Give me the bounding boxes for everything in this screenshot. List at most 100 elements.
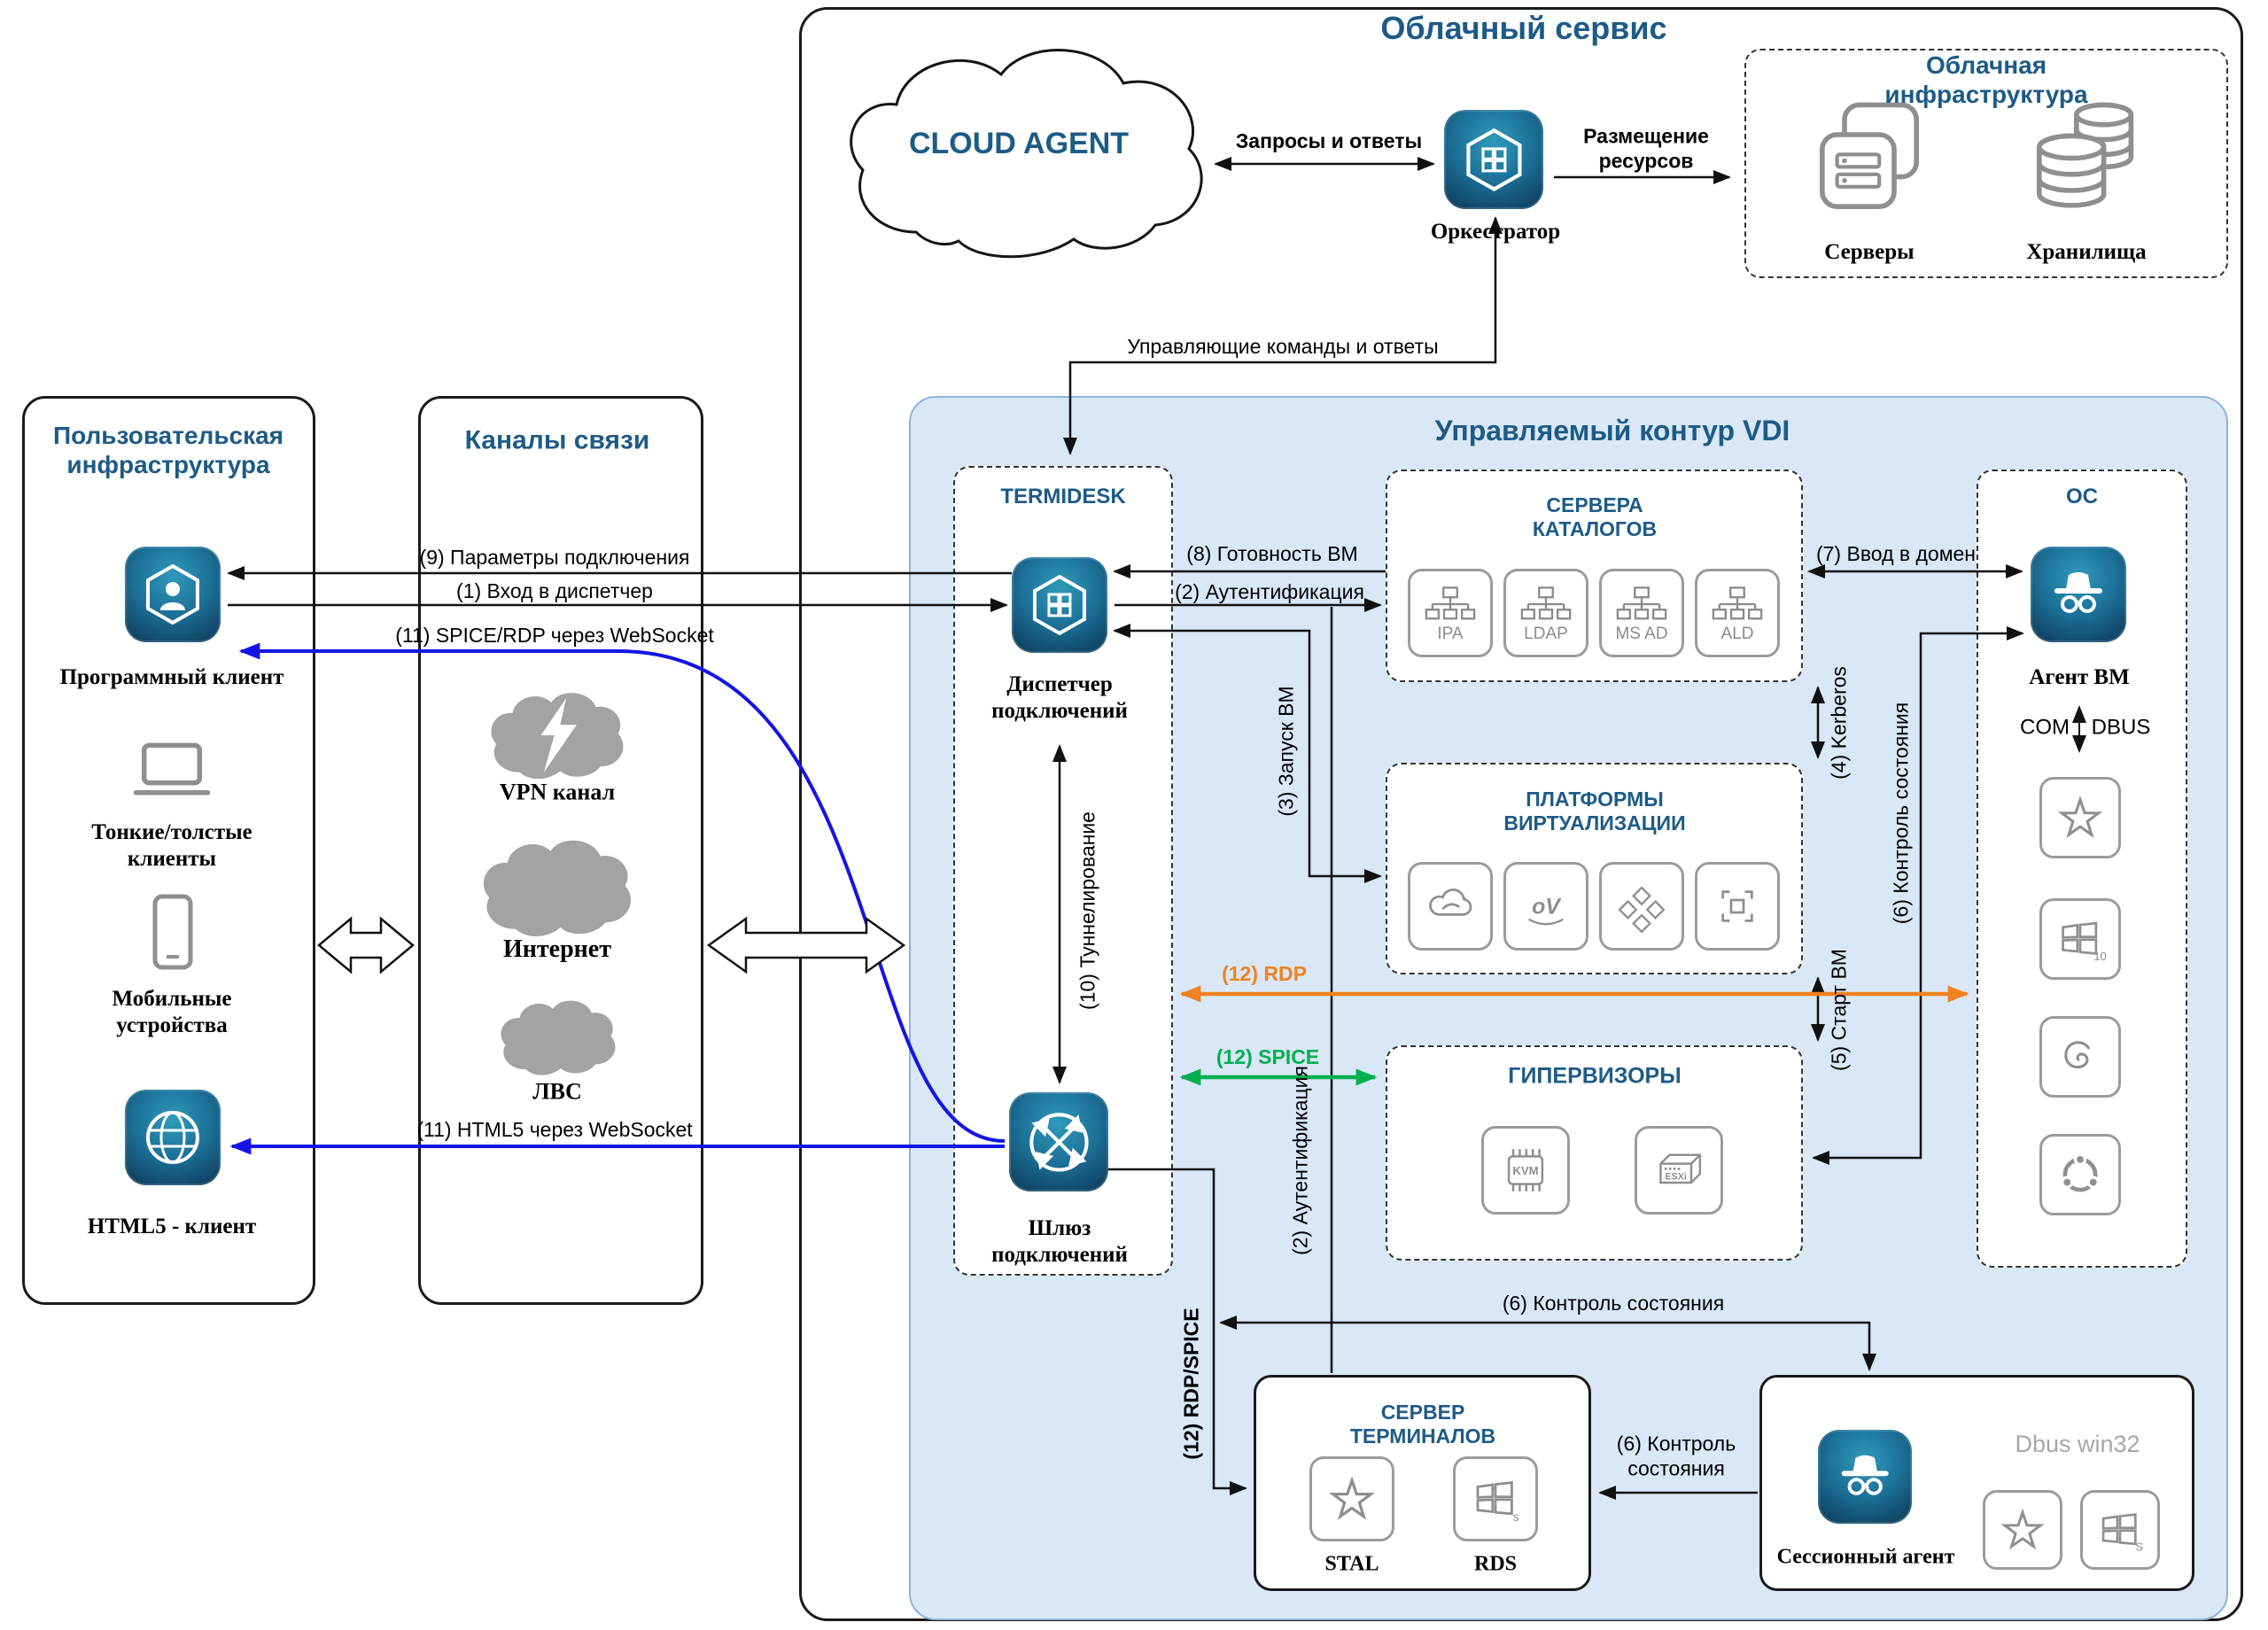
platform-ovirt: oV	[1503, 862, 1588, 951]
ovirt-label: oV	[1532, 895, 1562, 920]
edge-5-label: (5) Старт ВМ	[1827, 949, 1851, 1071]
rds-caption: RDS	[1473, 1552, 1518, 1576]
directory-server-label: ALD	[1720, 624, 1754, 643]
vpn-caption: VPN канал	[499, 779, 616, 805]
session-agent-icon	[1818, 1430, 1912, 1524]
edge-3-line	[1113, 624, 1382, 883]
platform-tiles	[1599, 862, 1684, 951]
channels-title: Каналы связи	[464, 425, 650, 455]
esxi-label: ESXi	[1666, 1172, 1687, 1183]
mobile-icon	[152, 894, 193, 970]
cloud-agent-shape	[850, 49, 1203, 259]
os-ubuntu	[2039, 1134, 2121, 1215]
orchestrator-icon	[1444, 110, 1543, 209]
edge-7-label: (7) Ввод в домен	[1815, 542, 1977, 566]
block-arrow-channels-vdi	[706, 916, 906, 974]
edge-12-rdpspice-label: (12) RDP/SPICE	[1179, 1308, 1203, 1460]
vpn-cloud-icon	[491, 693, 624, 780]
html5-caption: HTML5 - клиент	[87, 1215, 257, 1238]
commands-label: Управляющие команды и ответы	[1127, 335, 1439, 359]
cross-arrows-icon	[1029, 1112, 1089, 1172]
debian-swirl-icon	[2064, 1041, 2090, 1069]
internet-caption: Интернет	[503, 935, 611, 964]
session-dbus-label: Dbus win32	[2015, 1430, 2140, 1457]
edge-8-label: (8) Готовность ВМ	[1186, 542, 1358, 566]
person-hexagon-icon	[146, 563, 199, 625]
directory-server-ldap: LDAP	[1503, 569, 1588, 657]
storage-icon	[2037, 102, 2134, 208]
spy-icon	[1830, 1442, 1899, 1511]
terminal-rds: s	[1453, 1456, 1538, 1541]
edge-12-spice-label: (12) SPICE	[1216, 1045, 1320, 1069]
storage-caption: Хранилища	[2026, 240, 2147, 264]
cloud-service-title: Облачный сервис	[1380, 9, 1667, 46]
edge-4-label: (4) Kerberos	[1827, 666, 1851, 780]
ovirt-icon: oV	[1527, 895, 1565, 926]
ubuntu-icon	[2061, 1153, 2100, 1192]
diamond-tiles-icon	[1618, 886, 1666, 934]
directory-server-ald: ALD	[1695, 569, 1780, 657]
hexagon-grid-icon	[1457, 123, 1531, 197]
rds-sub-label: s	[1513, 1510, 1519, 1524]
mobile-caption: Мобильные устройства	[112, 987, 232, 1037]
edge-6a-line	[1812, 626, 2024, 1165]
html5-client-icon	[125, 1090, 221, 1185]
edge-9-label: (9) Параметры подключения	[419, 546, 690, 570]
platform-brackets	[1695, 862, 1780, 951]
gateway-icon	[1009, 1092, 1108, 1191]
edge-12-rdp-label: (12) RDP	[1222, 962, 1307, 986]
directory-server-label: IPA	[1437, 624, 1464, 643]
vm-agent-icon	[2031, 547, 2126, 642]
vdi-title: Управляемый контур VDI	[1434, 415, 1790, 447]
session-agent-caption: Сессионный агент	[1776, 1545, 1955, 1569]
session-win-sub-label: S	[2136, 1540, 2144, 1553]
user-infra-title: Пользовательская инфраструктура	[52, 421, 284, 478]
os-astra	[2039, 777, 2121, 858]
platform-cloud	[1408, 862, 1493, 951]
session-windows: S	[2080, 1490, 2160, 1570]
kvm-chip-icon: KVM	[1507, 1149, 1544, 1191]
cloud-swirl-icon	[1429, 889, 1472, 916]
hexagon-grid-icon	[1033, 575, 1086, 635]
directory-title: СЕРВЕРА КАТАЛОГОВ	[1532, 493, 1658, 540]
hypervisors-box	[1386, 1045, 1803, 1261]
hypervisor-kvm: KVM	[1481, 1126, 1570, 1215]
edge-6c-label: (6) Контроль состояния	[1616, 1432, 1736, 1479]
laptop-icon	[133, 742, 211, 796]
hypervisor-esxi: ESXi	[1635, 1126, 1723, 1215]
terminal-stal	[1309, 1456, 1394, 1541]
requests-label: Запросы и ответы	[1235, 129, 1423, 153]
terminal-title: СЕРВЕР ТЕРМИНАЛОВ	[1349, 1400, 1496, 1448]
spy-icon	[2043, 559, 2114, 630]
edge-10-label: (10) Туннелирование	[1076, 811, 1099, 1010]
software-client-icon	[125, 547, 221, 642]
globe-icon	[146, 1111, 199, 1164]
kvm-label: KVM	[1512, 1164, 1538, 1177]
edge-commands-line	[1063, 216, 1503, 455]
os-windows10: 10	[2039, 898, 2121, 980]
directory-server-label: LDAP	[1524, 624, 1568, 643]
edge-12-rdpspice-line	[1108, 1168, 1247, 1495]
os-title: ОС	[2066, 484, 2098, 508]
thin-clients-caption: Тонкие/толстые клиенты	[91, 820, 252, 871]
directory-server-msad: MS AD	[1599, 569, 1684, 657]
orchestrator-caption: Оркестратор	[1430, 220, 1561, 244]
directory-server-label: MS AD	[1615, 624, 1668, 643]
termidesk-title: TERMIDESK	[1000, 484, 1126, 508]
edge-11-spicerdp-line	[238, 642, 1006, 1143]
windows-icon: S	[2101, 1513, 2144, 1553]
directory-server-ipa: IPA	[1408, 569, 1493, 657]
vm-agent-caption: Агент ВМ	[2029, 665, 2130, 689]
windows-10-label: 10	[2093, 950, 2107, 963]
platforms-title: ПЛАТФОРМЫ ВИРТУАЛИЗАЦИИ	[1503, 787, 1686, 834]
session-astra	[1983, 1490, 2062, 1570]
hypervisors-title: ГИПЕРВИЗОРЫ	[1508, 1063, 1682, 1089]
edge-11-html5-label: (11) HTML5 через WebSocket	[416, 1118, 693, 1142]
gateway-caption: Шлюз подключений	[991, 1216, 1128, 1267]
edge-11-spicerdp-label: (11) SPICE/RDP через WebSocket	[395, 624, 714, 648]
edge-1-label: (1) Вход в диспетчер	[456, 579, 653, 603]
edge-2a-label: (2) Аутентификация	[1175, 580, 1364, 604]
servers-caption: Серверы	[1824, 240, 1915, 264]
